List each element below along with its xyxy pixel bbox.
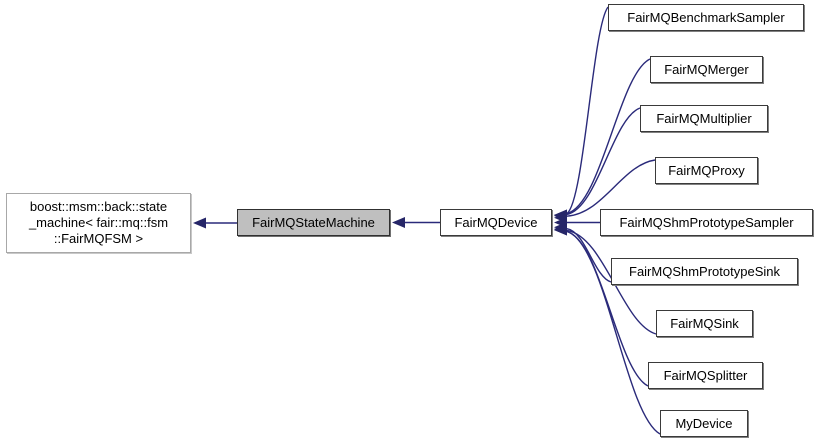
edge-my-device-to-device <box>554 224 661 435</box>
arrowhead <box>554 224 567 236</box>
arrowhead <box>554 210 567 222</box>
edge-multiplier-to-device <box>554 107 641 222</box>
arrowhead <box>392 217 405 228</box>
node-label: FairMQMerger <box>664 62 749 77</box>
edge-merger-to-device <box>554 58 651 221</box>
edge-line <box>566 228 612 283</box>
arrowhead <box>554 223 567 235</box>
edge-splitter-to-device <box>554 224 649 387</box>
edge-state-machine-to-boost <box>193 217 237 229</box>
arrowhead <box>554 221 567 233</box>
fairmq-sink-node[interactable]: FairMQSink <box>656 310 753 337</box>
edge-line <box>566 58 651 215</box>
arrowhead <box>554 212 567 224</box>
fairmq-shm-prototype-sink-node[interactable]: FairMQShmPrototypeSink <box>611 258 798 285</box>
node-label: FairMQMultiplier <box>656 111 752 126</box>
fairmq-shm-prototype-sampler-node[interactable]: FairMQShmPrototypeSampler <box>600 209 813 236</box>
arrowhead <box>554 217 567 228</box>
arrowhead <box>554 209 567 221</box>
node-label: MyDevice <box>675 416 733 431</box>
edge-line <box>566 6 609 215</box>
fairmq-merger-node[interactable]: FairMQMerger <box>650 56 763 83</box>
node-label: boost::msm::back::state_machine< fair::m… <box>28 199 169 246</box>
node-label: FairMQBenchmarkSampler <box>627 10 785 25</box>
edge-line <box>566 230 649 387</box>
edge-shm-prototype-sampler-to-device <box>554 217 600 228</box>
arrowhead <box>554 209 567 221</box>
fairmq-state-machine-node[interactable]: FairMQStateMachine <box>237 209 390 236</box>
node-label: FairMQDevice <box>454 215 538 230</box>
edge-benchmark-sampler-to-device <box>554 6 609 221</box>
fairmq-device-node[interactable]: FairMQDevice <box>440 209 552 236</box>
boost-state-machine-node[interactable]: boost::msm::back::state_machine< fair::m… <box>6 193 191 253</box>
arrowhead <box>193 217 206 229</box>
edge-device-to-state-machine <box>392 217 440 228</box>
edge-line <box>566 159 656 217</box>
fairmq-splitter-node[interactable]: FairMQSplitter <box>648 362 763 389</box>
fairmq-multiplier-node[interactable]: FairMQMultiplier <box>640 105 768 132</box>
node-label: FairMQProxy <box>668 163 745 178</box>
node-label: FairMQSink <box>670 316 739 331</box>
node-label: FairMQShmPrototypeSink <box>629 264 780 279</box>
fairmq-proxy-node[interactable]: FairMQProxy <box>655 157 758 184</box>
fairmq-benchmark-sampler-node[interactable]: FairMQBenchmarkSampler <box>608 4 804 31</box>
my-device-node[interactable]: MyDevice <box>660 410 748 437</box>
node-label: FairMQSplitter <box>663 368 748 383</box>
edge-line <box>566 107 641 216</box>
arrowhead <box>554 224 567 236</box>
node-label: FairMQShmPrototypeSampler <box>619 215 794 230</box>
node-label: FairMQStateMachine <box>252 215 375 230</box>
